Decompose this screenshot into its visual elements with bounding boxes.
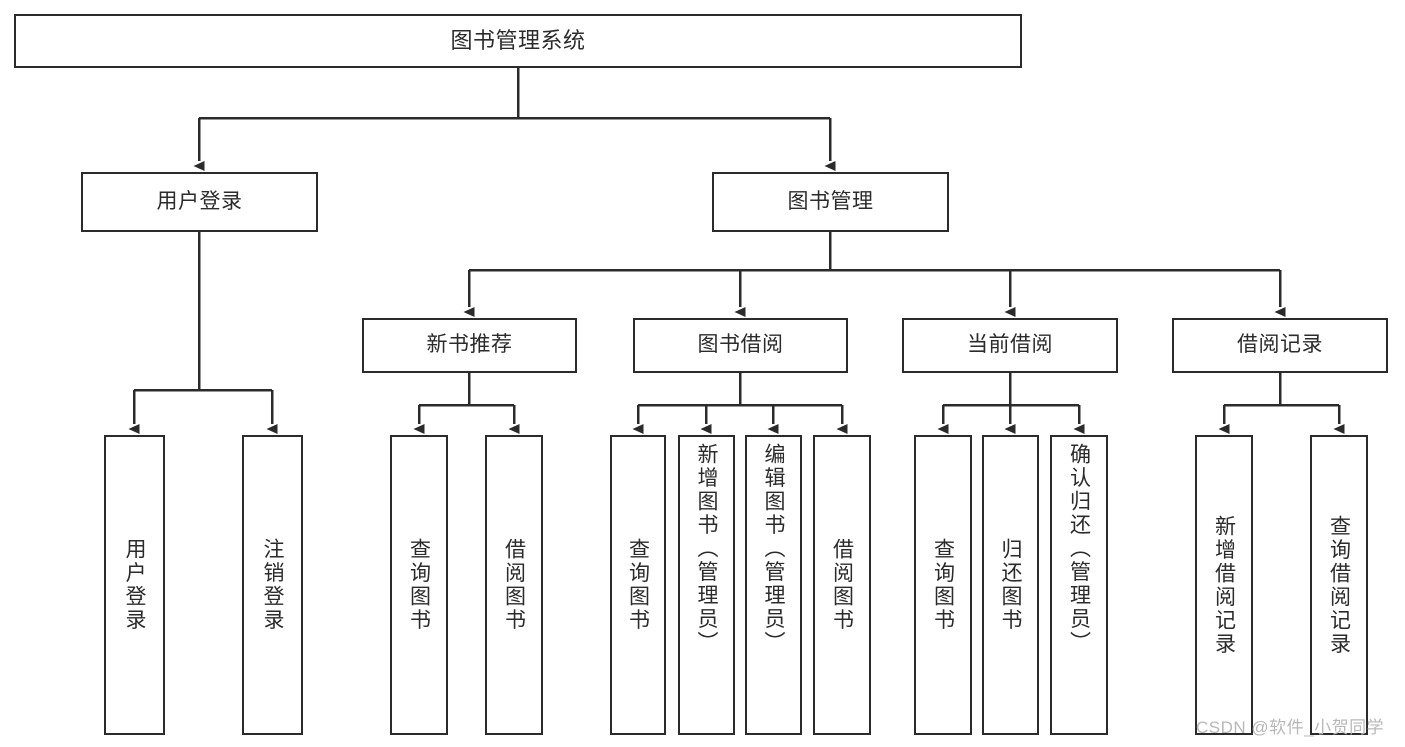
node-leaf-edit-book-label: 编辑图书（管理员） — [762, 443, 785, 655]
node-leaf-query-book-2-label: 查询图书 — [626, 538, 650, 632]
node-current-borrow-label: 当前借阅 — [967, 333, 1053, 357]
node-book-borrow-label: 图书借阅 — [697, 333, 784, 357]
node-current-borrow[interactable]: 当前借阅 — [902, 318, 1118, 373]
node-leaf-query-book-2[interactable]: 查询图书 — [610, 435, 666, 735]
node-leaf-borrow-book-2-label: 借阅图书 — [830, 538, 854, 632]
node-leaf-add-record-label: 新增借阅记录 — [1212, 514, 1236, 656]
node-user-login-label: 用户登录 — [156, 189, 243, 213]
node-leaf-query-record-label: 查询借阅记录 — [1327, 514, 1351, 656]
node-leaf-return-book[interactable]: 归还图书 — [982, 435, 1039, 735]
node-leaf-borrow-book-1-label: 借阅图书 — [502, 538, 526, 632]
node-root-图书管理系统[interactable]: 图书管理系统 — [14, 14, 1022, 68]
node-leaf-borrow-book-2[interactable]: 借阅图书 — [813, 435, 871, 735]
node-new-book-recommend-label: 新书推荐 — [426, 333, 513, 357]
node-leaf-borrow-book-1[interactable]: 借阅图书 — [485, 435, 543, 735]
node-leaf-query-book-1-label: 查询图书 — [407, 538, 431, 632]
node-leaf-query-book-1[interactable]: 查询图书 — [390, 435, 448, 735]
node-leaf-user-logout[interactable]: 注销登录 — [242, 435, 303, 735]
node-leaf-query-book-3-label: 查询图书 — [931, 538, 955, 632]
node-root-图书管理系统-label: 图书管理系统 — [450, 28, 586, 54]
node-user-login[interactable]: 用户登录 — [81, 172, 318, 232]
node-book-manage-label: 图书管理 — [787, 189, 874, 213]
node-leaf-user-login-label: 用户登录 — [123, 538, 146, 632]
node-leaf-confirm-return-label: 确认归还（管理员） — [1067, 443, 1091, 655]
node-borrow-record-label: 借阅记录 — [1237, 333, 1323, 357]
node-leaf-user-login[interactable]: 用户登录 — [104, 435, 165, 735]
node-leaf-add-record[interactable]: 新增借阅记录 — [1195, 435, 1253, 735]
node-book-manage[interactable]: 图书管理 — [712, 172, 949, 232]
node-leaf-user-logout-label: 注销登录 — [261, 538, 284, 632]
node-leaf-return-book-label: 归还图书 — [999, 538, 1022, 632]
node-leaf-query-book-3[interactable]: 查询图书 — [914, 435, 972, 735]
node-leaf-confirm-return[interactable]: 确认归还（管理员） — [1050, 435, 1108, 735]
node-book-borrow[interactable]: 图书借阅 — [633, 318, 848, 373]
node-leaf-add-book[interactable]: 新增图书（管理员） — [678, 435, 735, 735]
connector-lines — [128, 68, 1345, 434]
node-new-book-recommend[interactable]: 新书推荐 — [362, 318, 577, 373]
node-leaf-query-record[interactable]: 查询借阅记录 — [1310, 435, 1368, 735]
node-borrow-record[interactable]: 借阅记录 — [1172, 318, 1388, 373]
node-leaf-add-book-label: 新增图书（管理员） — [695, 443, 718, 655]
node-leaf-edit-book[interactable]: 编辑图书（管理员） — [745, 435, 802, 735]
